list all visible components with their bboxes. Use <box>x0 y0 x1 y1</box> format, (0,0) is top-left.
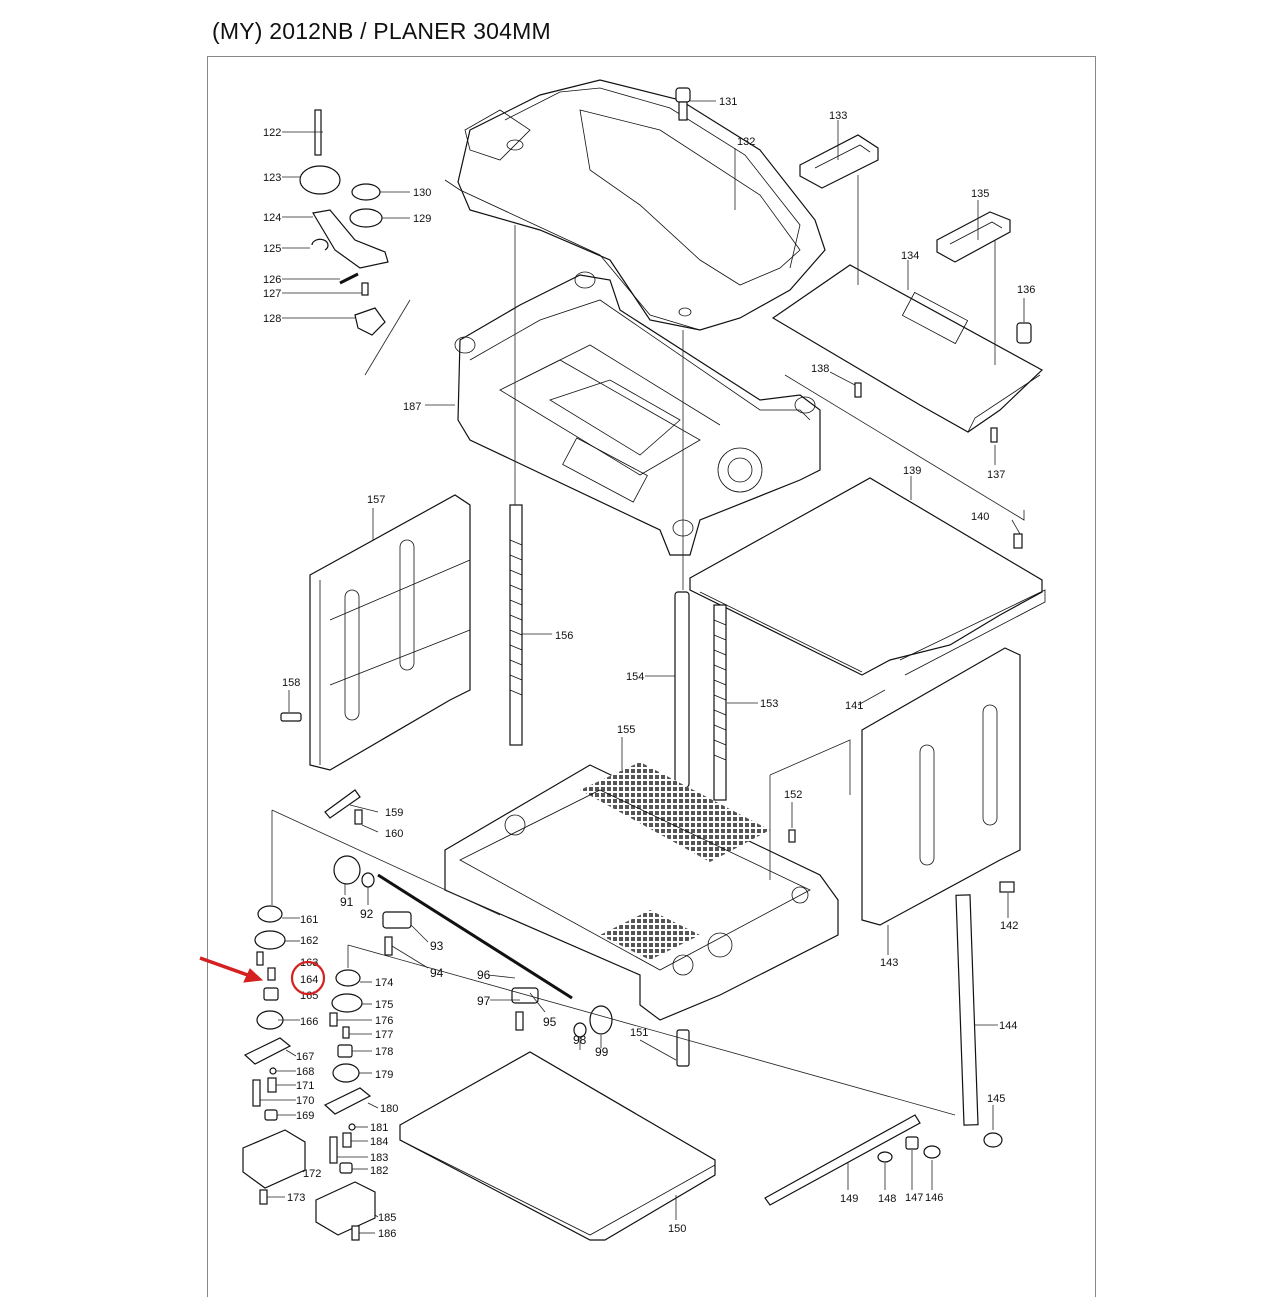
motor-housing-187 <box>454 271 821 556</box>
label-177: 177 <box>375 1029 393 1041</box>
label-187: 187 <box>403 401 421 413</box>
label-159: 159 <box>385 807 403 819</box>
column-154 <box>674 591 690 788</box>
label-143: 143 <box>880 957 898 969</box>
label-160: 160 <box>385 828 403 840</box>
diagram-frame <box>207 56 1096 1297</box>
small-parts <box>242 87 1032 1241</box>
label-176: 176 <box>375 1015 393 1027</box>
label-150: 150 <box>668 1223 686 1235</box>
label-125: 125 <box>263 243 281 255</box>
label-142: 142 <box>1000 920 1018 932</box>
label-152: 152 <box>784 789 802 801</box>
side-cover-157 <box>309 494 471 771</box>
label-181: 181 <box>370 1122 388 1134</box>
label-140: 140 <box>971 511 989 523</box>
label-161: 161 <box>300 914 318 926</box>
cover-plate-134 <box>771 264 1044 433</box>
label-162: 162 <box>300 935 318 947</box>
label-98: 98 <box>573 1033 587 1047</box>
label-182: 182 <box>370 1165 388 1177</box>
label-122: 122 <box>263 127 281 139</box>
label-123: 123 <box>263 172 281 184</box>
side-cover-143 <box>861 647 1021 926</box>
highlight-arrow <box>199 956 257 980</box>
label-132: 132 <box>737 136 755 148</box>
label-148: 148 <box>878 1193 896 1205</box>
label-169: 169 <box>296 1110 314 1122</box>
leader-lines <box>260 100 1025 1234</box>
base-frame-155 <box>444 762 839 1021</box>
label-130: 130 <box>413 187 431 199</box>
label-95: 95 <box>543 1015 557 1029</box>
table-150 <box>399 1051 716 1241</box>
label-167: 167 <box>296 1051 314 1063</box>
label-144: 144 <box>999 1020 1017 1032</box>
label-180: 180 <box>380 1103 398 1115</box>
label-147: 147 <box>905 1192 923 1204</box>
label-97: 97 <box>477 994 491 1008</box>
label-168: 168 <box>296 1066 314 1078</box>
arrow-head-icon <box>243 968 264 983</box>
label-172: 172 <box>303 1168 321 1180</box>
highlight-circle <box>290 960 326 996</box>
label-124: 124 <box>263 212 281 224</box>
label-186: 186 <box>378 1228 396 1240</box>
label-158: 158 <box>282 677 300 689</box>
label-184: 184 <box>370 1136 388 1148</box>
top-cover <box>444 79 826 331</box>
label-179: 179 <box>375 1069 393 1081</box>
label-99: 99 <box>595 1045 609 1059</box>
label-155: 155 <box>617 724 635 736</box>
label-141: 141 <box>845 700 863 712</box>
handle-grip-135 <box>936 211 1011 263</box>
label-175: 175 <box>375 999 393 1011</box>
label-92: 92 <box>360 907 374 921</box>
part-labels: 122 123 130 124 129 125 126 127 128 131 … <box>263 96 1035 1240</box>
label-183: 183 <box>370 1152 388 1164</box>
highlight-annotation <box>199 956 326 996</box>
label-153: 153 <box>760 698 778 710</box>
label-149: 149 <box>840 1193 858 1205</box>
label-185: 185 <box>378 1212 396 1224</box>
label-146: 146 <box>925 1192 943 1204</box>
label-138: 138 <box>811 363 829 375</box>
label-178: 178 <box>375 1046 393 1058</box>
label-136: 136 <box>1017 284 1035 296</box>
label-135: 135 <box>971 188 989 200</box>
label-93: 93 <box>430 939 444 953</box>
label-173: 173 <box>287 1192 305 1204</box>
label-133: 133 <box>829 110 847 122</box>
threaded-column-156 <box>509 504 523 746</box>
label-170: 170 <box>296 1095 314 1107</box>
diagram-title: (MY) 2012NB / PLANER 304MM <box>212 18 551 44</box>
label-134: 134 <box>901 250 919 262</box>
side-cover-139 <box>689 477 1046 676</box>
label-164: 164 <box>300 974 318 986</box>
label-151: 151 <box>630 1027 648 1039</box>
label-145: 145 <box>987 1093 1005 1105</box>
label-127: 127 <box>263 288 281 300</box>
handle-grip-133 <box>799 134 879 189</box>
label-94: 94 <box>430 966 444 980</box>
label-137: 137 <box>987 469 1005 481</box>
label-171: 171 <box>296 1080 314 1092</box>
label-126: 126 <box>263 274 281 286</box>
label-154: 154 <box>626 671 644 683</box>
label-157: 157 <box>367 494 385 506</box>
label-129: 129 <box>413 213 431 225</box>
label-156: 156 <box>555 630 573 642</box>
label-139: 139 <box>903 465 921 477</box>
label-128: 128 <box>263 313 281 325</box>
label-166: 166 <box>300 1016 318 1028</box>
label-131: 131 <box>719 96 737 108</box>
threaded-column-153 <box>713 604 727 801</box>
label-96: 96 <box>477 968 491 982</box>
label-174: 174 <box>375 977 393 989</box>
label-91: 91 <box>340 895 354 909</box>
